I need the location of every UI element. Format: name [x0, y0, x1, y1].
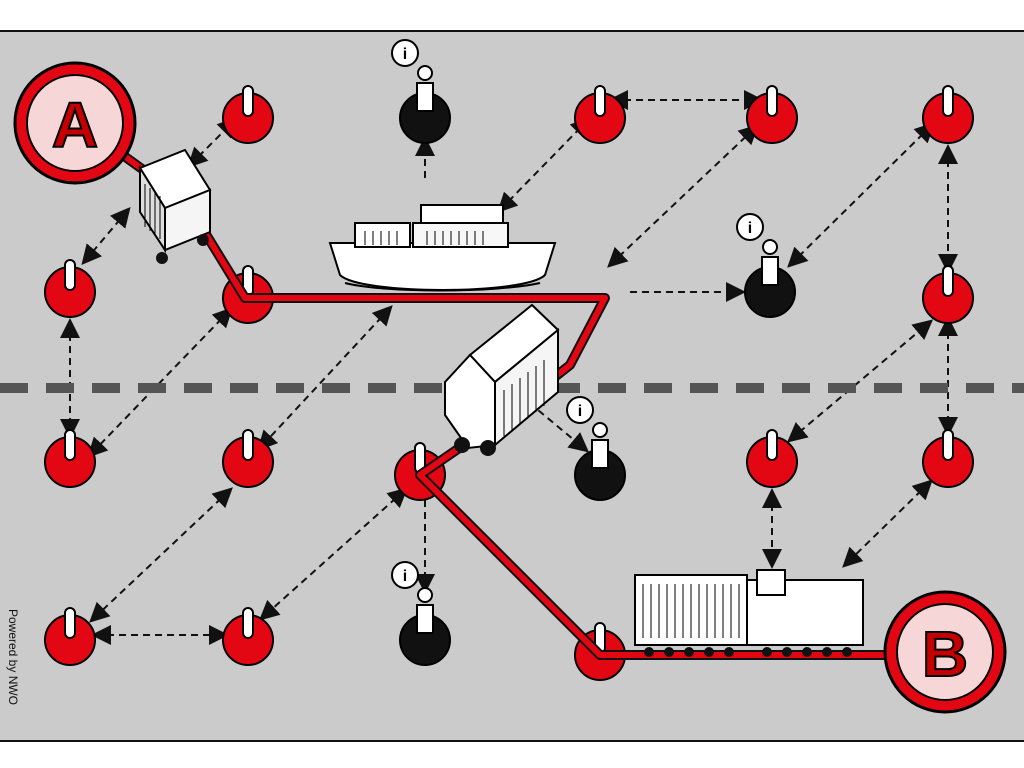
credit-text: Powered by NWO [6, 608, 21, 706]
link-line [87, 307, 233, 458]
svg-text:i: i [403, 568, 407, 585]
cargo-ship [328, 204, 557, 292]
link-line [842, 479, 933, 568]
waypoint-node [922, 429, 974, 488]
label-b-text: B [922, 618, 968, 690]
link-line [81, 206, 131, 266]
info-node: i [566, 396, 626, 501]
freight-lorry [444, 303, 560, 456]
info-node: i [391, 561, 451, 666]
info-node: i [736, 213, 796, 318]
label-b: B [883, 590, 1007, 714]
waypoint-node [922, 85, 974, 144]
dashed-connections [60, 90, 958, 645]
link-line [259, 487, 408, 621]
waypoint-node [746, 429, 798, 488]
freight-train [634, 569, 864, 657]
link-line [786, 319, 934, 443]
waypoint-node [44, 607, 96, 666]
svg-text:i: i [403, 46, 407, 63]
waypoint-node [222, 85, 274, 144]
waypoint-node [746, 85, 798, 144]
svg-text:i: i [748, 220, 752, 237]
waypoint-node [922, 265, 974, 324]
link-line [787, 122, 935, 268]
nodes: i i i i [44, 39, 974, 681]
link-line [607, 124, 759, 268]
waypoint-node [222, 429, 274, 488]
link-line [257, 305, 393, 451]
link-line [89, 487, 233, 623]
info-node: i [391, 39, 451, 144]
label-a: A [13, 61, 137, 185]
waypoint-node [574, 85, 626, 144]
label-a-text: A [52, 89, 98, 161]
waypoint-node [44, 259, 96, 318]
svg-text:i: i [578, 403, 582, 420]
link-line [497, 117, 591, 213]
endpoint-labels: AB [13, 61, 1007, 714]
waypoint-node [44, 429, 96, 488]
container-truck [138, 148, 212, 264]
waypoint-node [222, 607, 274, 666]
